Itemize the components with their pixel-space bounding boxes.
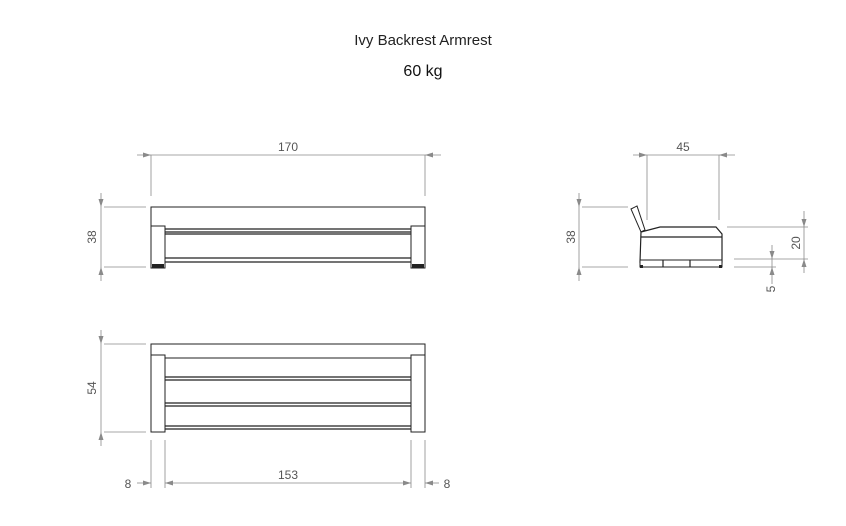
top-right-offset-dim: 8 [444,477,451,491]
seat-profile [639,226,723,263]
top-depth-dim: 54 [85,381,99,395]
drawing-title: Ivy Backrest Armrest [354,32,492,49]
front-width-dim: 170 [278,140,298,154]
top-left-armrest [150,354,166,433]
front-view: 170 38 [85,140,441,281]
side-feet [639,259,723,268]
top-inner-width-dim: 153 [278,468,298,482]
side-view: 45 38 20 5 [564,140,808,292]
top-view: 54 153 8 8 [85,330,451,491]
left-leg [150,225,166,269]
right-leg [410,225,426,269]
front-height-dim: 38 [85,230,99,244]
top-backrest [150,343,426,359]
top-right-armrest [410,354,426,433]
top-left-offset-dim: 8 [125,477,132,491]
side-depth-dim: 45 [676,140,690,154]
side-small-dim: 5 [764,285,778,292]
weight-label: 60 kg [403,63,443,80]
backrest-board [150,206,426,230]
side-height-dim: 38 [564,230,578,244]
side-seat-height-dim: 20 [789,236,803,250]
backrest-profile [630,205,646,233]
